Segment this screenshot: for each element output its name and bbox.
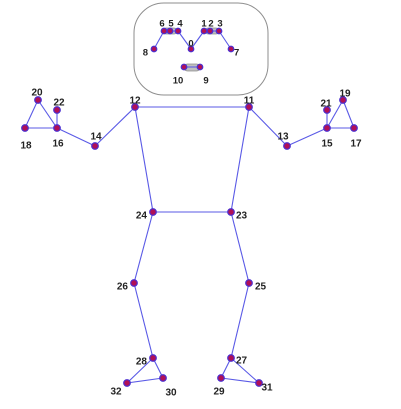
landmark-label-26: 26 [117,282,129,293]
edge-0-1 [190,30,205,50]
landmark-point-23 [227,208,235,216]
edge-23-25 [230,211,250,284]
skeleton-edges [24,30,355,384]
landmark-point-6 [160,27,168,35]
edge-11-13 [248,106,288,147]
landmark-point-22 [53,106,61,114]
landmark-point-13 [283,142,291,150]
landmark-point-27 [227,354,235,362]
landmark-label-27: 27 [236,356,248,367]
landmark-point-28 [149,354,157,362]
landmark-label-29: 29 [213,387,225,398]
face-region-box [133,2,269,96]
landmark-point-18 [21,124,29,132]
landmark-label-24: 24 [136,211,148,222]
landmark-point-2 [206,27,214,35]
landmark-label-20: 20 [31,88,43,99]
landmark-label-12: 12 [129,96,141,107]
edge-17-19 [342,99,355,129]
edge-3-7 [218,30,232,50]
landmark-label-31: 31 [261,383,273,394]
landmark-label-14: 14 [90,132,102,143]
edge-29-31 [220,377,260,384]
landmark-label-9: 9 [203,76,208,87]
landmark-label-17: 17 [350,139,362,150]
edge-12-24 [134,106,154,213]
landmark-label-13: 13 [277,132,289,143]
edge-16-20 [37,99,58,129]
landmark-label-7: 7 [234,48,239,59]
landmark-label-10: 10 [173,76,184,87]
landmark-point-0 [187,45,195,53]
landmark-point-8 [150,45,158,53]
landmark-label-25: 25 [255,282,267,293]
landmark-point-25 [245,279,253,287]
landmark-label-4: 4 [177,19,183,30]
landmark-label-3: 3 [217,19,222,30]
landmark-point-21 [323,106,331,114]
edge-6-8 [153,30,165,50]
edge-27-31 [230,357,260,384]
landmark-point-30 [159,374,167,382]
landmark-label-30: 30 [165,388,177,399]
edge-18-20 [24,99,39,129]
landmark-point-19 [339,96,347,104]
edge-0-4 [177,30,192,50]
edge-14-16 [56,127,96,147]
landmark-point-7 [227,45,235,53]
landmark-points [21,27,358,387]
edge-30-32 [126,377,164,384]
edge-28-32 [126,357,154,384]
landmark-point-11 [245,103,253,111]
edge-26-28 [133,282,154,359]
landmark-label-2: 2 [208,19,213,30]
landmark-label-22: 22 [53,98,65,109]
landmark-label-5: 5 [168,19,174,30]
landmark-label-11: 11 [244,96,255,107]
landmark-point-12 [131,103,139,111]
landmark-label-8: 8 [143,48,148,59]
landmark-point-31 [255,379,263,387]
edge-15-19 [326,99,344,129]
landmark-label-28: 28 [136,357,148,368]
landmark-point-24 [149,208,157,216]
landmark-label-23: 23 [236,211,248,222]
landmark-point-15 [323,124,331,132]
edge-12-14 [94,106,136,147]
edge-24-26 [133,211,154,284]
landmark-point-17 [350,124,358,132]
edge-25-27 [230,282,250,359]
landmark-point-16 [53,124,61,132]
landmark-label-18: 18 [20,141,32,152]
landmark-point-4 [174,27,182,35]
landmark-point-14 [91,142,99,150]
landmark-label-6: 6 [159,19,164,30]
landmark-point-10 [180,63,188,71]
landmark-label-1: 1 [201,19,207,30]
edge-13-15 [286,127,328,147]
landmark-point-32 [123,379,131,387]
landmark-label-15: 15 [321,139,333,150]
landmark-point-20 [34,96,42,104]
edge-11-23 [230,106,250,213]
landmark-point-9 [196,63,204,71]
landmark-label-0: 0 [188,39,193,50]
landmark-point-3 [215,27,223,35]
landmark-label-16: 16 [52,139,64,150]
landmark-label-21: 21 [320,99,332,110]
landmark-label-19: 19 [339,89,351,100]
landmark-point-26 [130,279,138,287]
landmark-point-29 [217,374,225,382]
landmark-label-32: 32 [110,387,122,398]
